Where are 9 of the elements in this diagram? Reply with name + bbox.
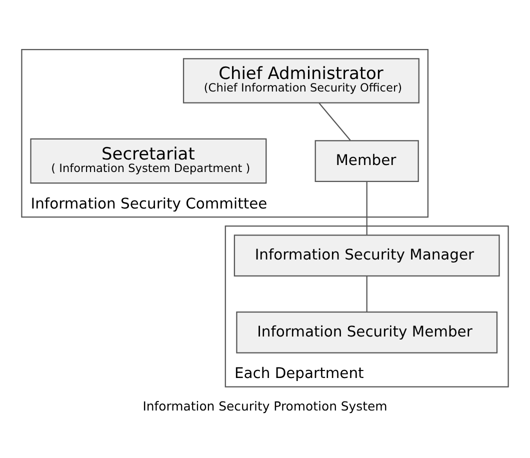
caption: Information Security Promotion System [142,398,388,413]
connector [366,181,368,234]
connector [366,276,368,312]
node-box: Information Security Member [236,311,498,353]
node-box: Information Security Manager [234,234,500,276]
node-box: Chief Administrator (Chief Information Security Officer) [182,58,420,103]
node-box: Secretariat ( Information System Department ) [30,138,267,184]
connector [318,102,351,140]
node-box: Member [314,140,419,182]
